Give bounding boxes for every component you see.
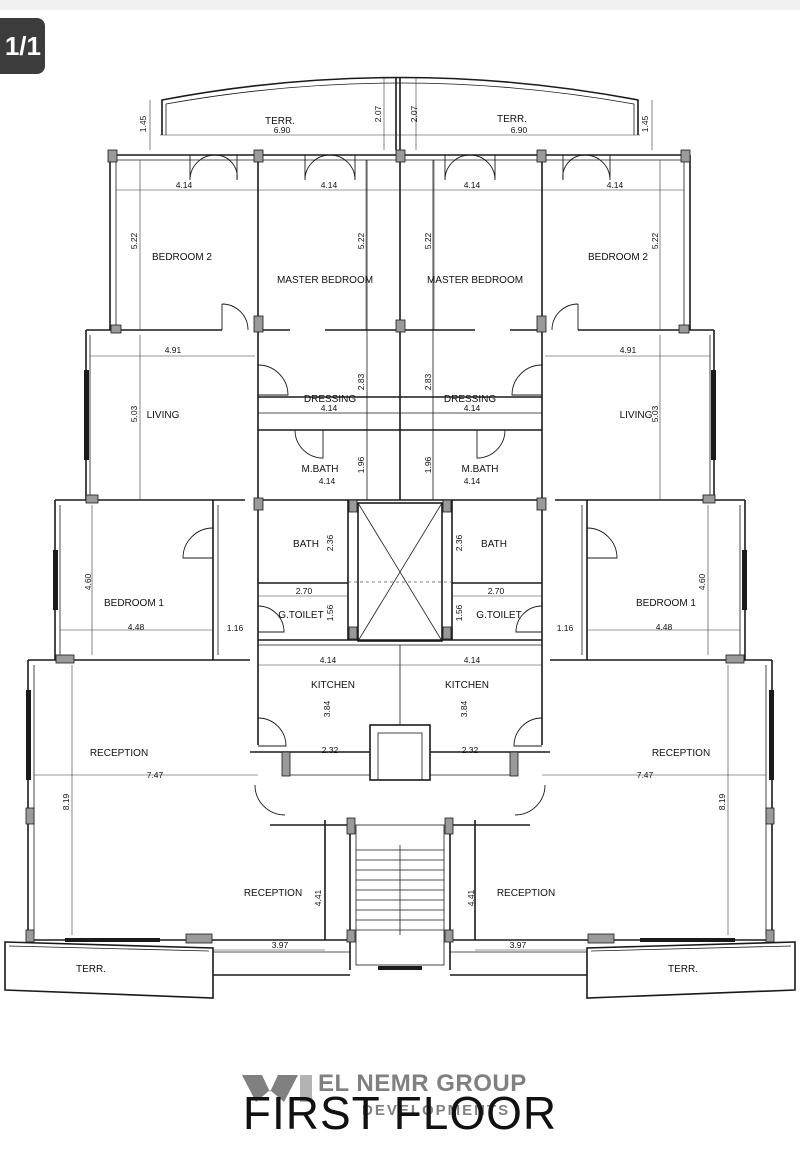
- label-dressing-right: DRESSING: [444, 394, 496, 405]
- label-mbath-left: M.BATH: [301, 464, 338, 475]
- label-master-bedroom-right: MASTER BEDROOM: [427, 275, 523, 286]
- dim-kitchen-right-h: 3.84: [459, 700, 469, 717]
- dim-bed2-right-w: 4.14: [607, 180, 624, 190]
- label-reception-lower-left: RECEPTION: [244, 888, 302, 899]
- dim-master-left-h: 5.22: [356, 232, 366, 249]
- label-bedroom1-right: BEDROOM 1: [636, 598, 696, 609]
- viewer-top-bar: [0, 0, 800, 10]
- label-living-right: LIVING: [620, 410, 653, 421]
- label-bath-left: BATH: [293, 539, 319, 550]
- dim-master-right-h: 5.22: [423, 232, 433, 249]
- label-terr-bottom-left: TERR.: [76, 964, 106, 975]
- dim-mbath-right-w: 4.14: [464, 476, 481, 486]
- dim-dressing-left-h: 2.83: [356, 373, 366, 390]
- dim-corridor-left: 1.16: [227, 623, 244, 633]
- dim-master-right-w: 4.14: [464, 180, 481, 190]
- dim-mid-right: 2.07: [409, 105, 419, 122]
- page-counter[interactable]: 1/1: [0, 18, 45, 74]
- dim-reception2-left-h: 4.41: [313, 889, 323, 906]
- dim-kitchen-right-b: 2.32: [462, 745, 479, 755]
- dim-gtoilet-left-w: 2.70: [296, 586, 313, 596]
- label-dressing-left: DRESSING: [304, 394, 356, 405]
- label-terr-top-left: TERR.: [265, 116, 295, 127]
- dim-mbath-right-h: 1.96: [423, 456, 433, 473]
- dim-dressing-right-w: 4.14: [464, 403, 481, 413]
- dim-mbath-left-w: 4.14: [319, 476, 336, 486]
- dim-living-right-h: 5.03: [650, 405, 660, 422]
- elevator-shaft: [357, 502, 443, 642]
- dim-reception2-right-h: 4.41: [466, 889, 476, 906]
- dim-mid-left: 2.07: [373, 105, 383, 122]
- dim-terr-left-width: 6.90: [274, 125, 291, 135]
- dim-bath-right-h: 2.36: [454, 534, 464, 551]
- label-bedroom2-right: BEDROOM 2: [588, 252, 648, 263]
- dim-kitchen-left-b: 2.32: [322, 745, 339, 755]
- dim-gtoilet-right-w: 2.70: [488, 586, 505, 596]
- dim-master-left-w: 4.14: [321, 180, 338, 190]
- dim-dressing-left-w: 4.14: [321, 403, 338, 413]
- dim-kitchen-left-w: 4.14: [320, 655, 337, 665]
- label-living-left: LIVING: [147, 410, 180, 421]
- label-mbath-right: M.BATH: [461, 464, 498, 475]
- label-terr-top-right: TERR.: [497, 114, 527, 125]
- top-terrace-outline: [161, 76, 639, 135]
- dim-bath-left-h: 2.36: [325, 534, 335, 551]
- dim-terr-right-width: 6.90: [511, 125, 528, 135]
- dim-corridor-right: 1.16: [557, 623, 574, 633]
- dim-mbath-left-h: 1.96: [356, 456, 366, 473]
- label-reception-left: RECEPTION: [90, 748, 148, 759]
- dim-kitchen-left-h: 3.84: [322, 700, 332, 717]
- dim-kitchen-right-w: 4.14: [464, 655, 481, 665]
- dim-gtoilet-left-h: 1.56: [325, 604, 335, 621]
- brand-subtitle: DEVELOPMENTS: [362, 1102, 511, 1119]
- label-terr-bottom-right: TERR.: [668, 964, 698, 975]
- dim-bed1-right-h: 4.60: [697, 573, 707, 590]
- dim-dressing-right-h: 2.83: [423, 373, 433, 390]
- label-gtoilet-right: G.TOILET: [476, 610, 521, 621]
- bottom-left-terrace: [4, 941, 214, 999]
- dim-bed2-right-h: 5.22: [650, 232, 660, 249]
- dim-bed2-left-w: 4.14: [176, 180, 193, 190]
- dim-bed2-left-h: 5.22: [129, 232, 139, 249]
- dim-living-left-h: 5.03: [129, 405, 139, 422]
- staircase: [355, 824, 445, 966]
- label-bath-right: BATH: [481, 539, 507, 550]
- dim-reception2-right-w: 3.97: [510, 940, 527, 950]
- dim-reception-right-h: 8.19: [717, 793, 727, 810]
- dim-bed1-right-w: 4.48: [656, 622, 673, 632]
- dim-terr-left-height: 1.45: [138, 115, 148, 132]
- el-nemr-logo-icon: [242, 1075, 312, 1102]
- dim-gtoilet-right-h: 1.56: [454, 604, 464, 621]
- label-gtoilet-left: G.TOILET: [278, 610, 323, 621]
- label-reception-right: RECEPTION: [652, 748, 710, 759]
- dim-reception-right-w: 7.47: [637, 770, 654, 780]
- dim-bed1-left-w: 4.48: [128, 622, 145, 632]
- label-master-bedroom-left: MASTER BEDROOM: [277, 275, 373, 286]
- label-bedroom2-left: BEDROOM 2: [152, 252, 212, 263]
- label-reception-lower-right: RECEPTION: [497, 888, 555, 899]
- dim-bed1-left-h: 4.60: [83, 573, 93, 590]
- brand-name: EL NEMR GROUP: [318, 1070, 527, 1097]
- dim-reception-left-w: 7.47: [147, 770, 164, 780]
- bottom-right-terrace: [586, 941, 796, 999]
- dim-living-left-w: 4.91: [165, 345, 182, 355]
- floor-title: FIRST FLOOR: [242, 1087, 558, 1139]
- label-bedroom1-left: BEDROOM 1: [104, 598, 164, 609]
- dim-reception-left-h: 8.19: [61, 793, 71, 810]
- dim-terr-right-height: 1.45: [640, 115, 650, 132]
- label-kitchen-right: KITCHEN: [445, 680, 489, 691]
- dim-living-right-w: 4.91: [620, 345, 637, 355]
- label-kitchen-left: KITCHEN: [311, 680, 355, 691]
- dim-reception2-left-w: 3.97: [272, 940, 289, 950]
